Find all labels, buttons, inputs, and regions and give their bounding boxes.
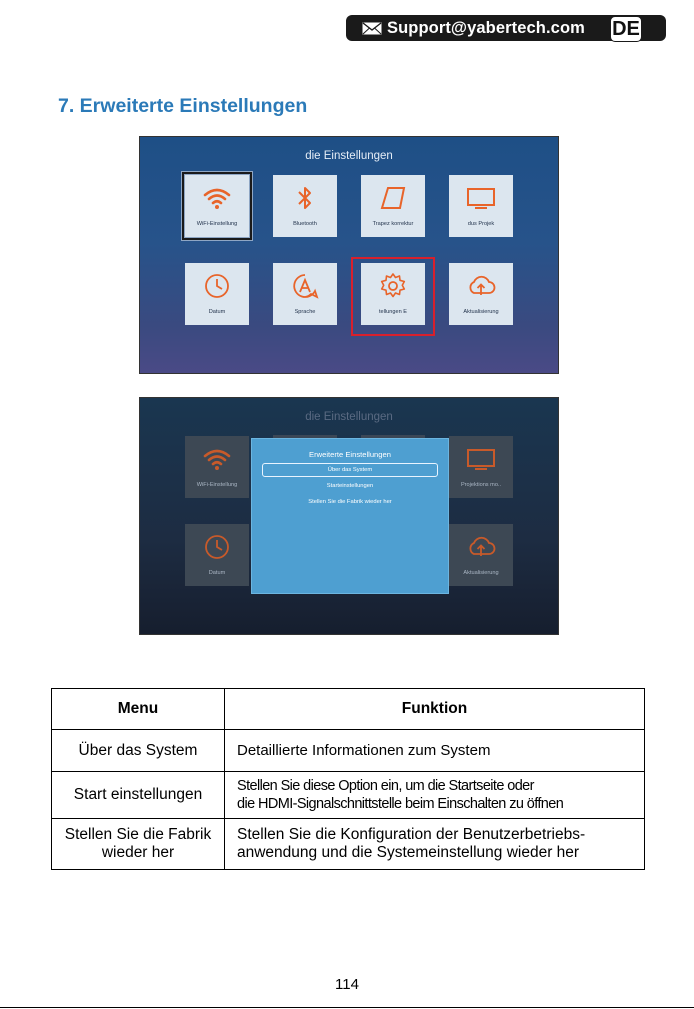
dialog-title: Erweiterte Einstellungen: [309, 450, 391, 459]
bottom-rule: [0, 1007, 694, 1008]
mail-icon: [362, 21, 382, 35]
tile-projection[interactable]: Projektions mo..: [449, 436, 513, 498]
menu-cell: Start einstellungen: [51, 771, 225, 819]
menu-text: Start einstellungen: [73, 786, 203, 803]
advanced-settings-screen: die Einstellungen WiFi-Einstellung Proje…: [139, 397, 559, 635]
screen-icon: [466, 444, 496, 474]
option-factory-reset[interactable]: Stellen Sie die Fabrik wieder her: [308, 499, 392, 505]
tile-label: Trapez korrektur: [372, 221, 414, 227]
settings-screen: die Einstellungen WiFi-Einstellung Bluet…: [139, 136, 559, 374]
menu-cell: Über das System: [51, 729, 225, 772]
gear-icon: [378, 271, 408, 301]
bluetooth-icon: [290, 183, 320, 213]
support-email: Support@yabertech.com: [387, 18, 585, 37]
menu-cell: Stellen Sie die Fabrik wieder her: [51, 818, 225, 870]
option-start-settings[interactable]: Starteinstellungen: [326, 483, 374, 489]
page-number: 114: [335, 976, 359, 993]
clock-icon: [202, 271, 232, 301]
tile-label: Bluetooth: [293, 221, 317, 227]
tile-label: WiFi-Einstellung: [196, 221, 238, 227]
wifi-icon: [202, 444, 232, 474]
tile-projection[interactable]: dus Projek: [449, 175, 513, 237]
highlight-box: [351, 257, 435, 336]
cloud-upload-icon: [466, 532, 496, 562]
function-text-line: die HDMI-Signalschnittstelle beim Einsch…: [237, 796, 564, 812]
table-row: Start einstellungen Stellen Sie diese Op…: [51, 771, 645, 819]
tile-edge: [273, 435, 337, 438]
function-text-line: anwendung und die Systemeinstellung wied…: [237, 844, 580, 861]
function-text-line: Stellen Sie diese Option ein, um die Sta…: [237, 778, 534, 794]
tile-update[interactable]: Aktualisierung: [449, 263, 513, 325]
tile-label: Datum: [208, 309, 226, 315]
menu-text: Über das System: [78, 741, 198, 759]
menu-text-line: wieder her: [101, 844, 175, 861]
tile-label: Sprache: [294, 309, 316, 315]
function-table: Menu Funktion Über das System Detaillier…: [51, 688, 645, 870]
header-function: Funktion: [224, 688, 645, 730]
tile-keystone[interactable]: Trapez korrektur: [361, 175, 425, 237]
table-header-row: Menu Funktion: [51, 688, 645, 730]
tile-language[interactable]: Sprache: [273, 263, 337, 325]
support-badge: Support@yabertech.com DE: [346, 15, 666, 42]
tile-update[interactable]: Aktualisierung: [449, 524, 513, 586]
tile-label: Aktualisierung: [463, 570, 499, 576]
screen-title: die Einstellungen: [305, 150, 393, 162]
tile-date[interactable]: Datum: [185, 263, 249, 325]
trapezoid-icon: [378, 183, 408, 213]
function-cell: Detaillierte Informationen zum System: [224, 729, 645, 772]
function-cell: Stellen Sie diese Option ein, um die Sta…: [224, 771, 645, 819]
function-text: Detaillierte Informationen zum System: [237, 742, 491, 759]
tile-label: Aktualisierung: [463, 309, 499, 315]
section-title: 7. Erweiterte Einstellungen: [58, 95, 308, 117]
clock-icon: [202, 532, 232, 562]
tile-label: WiFi-Einstellung: [196, 482, 238, 488]
tile-label: tellungen E: [379, 309, 407, 315]
function-text-line: Stellen Sie die Konfiguration der Benutz…: [237, 826, 586, 843]
wifi-icon: [202, 183, 232, 213]
language-icon: [290, 271, 320, 301]
tile-advanced-settings[interactable]: tellungen E: [361, 263, 425, 325]
tile-wifi[interactable]: WiFi-Einstellung: [182, 172, 252, 240]
function-cell: Stellen Sie die Konfiguration der Benutz…: [224, 818, 645, 870]
menu-text-line: Stellen Sie die Fabrik: [64, 826, 212, 843]
tile-edge: [361, 435, 425, 438]
screen-title: die Einstellungen: [305, 411, 393, 423]
cloud-upload-icon: [466, 271, 496, 301]
screen-icon: [466, 183, 496, 213]
tile-label: dus Projek: [467, 221, 495, 227]
option-about-system[interactable]: Über das System: [262, 463, 438, 477]
tile-label: Projektions mo..: [460, 482, 502, 488]
language-tag: DE: [610, 16, 642, 42]
tile-date[interactable]: Datum: [185, 524, 249, 586]
tile-wifi[interactable]: WiFi-Einstellung: [185, 436, 249, 498]
header-menu: Menu: [51, 688, 225, 730]
advanced-settings-dialog: Erweiterte Einstellungen Über das System…: [251, 438, 449, 594]
table-row: Über das System Detaillierte Information…: [51, 729, 645, 772]
tile-label: Datum: [208, 570, 226, 576]
table-row: Stellen Sie die Fabrik wieder her Stelle…: [51, 818, 645, 870]
tile-bluetooth[interactable]: Bluetooth: [273, 175, 337, 237]
